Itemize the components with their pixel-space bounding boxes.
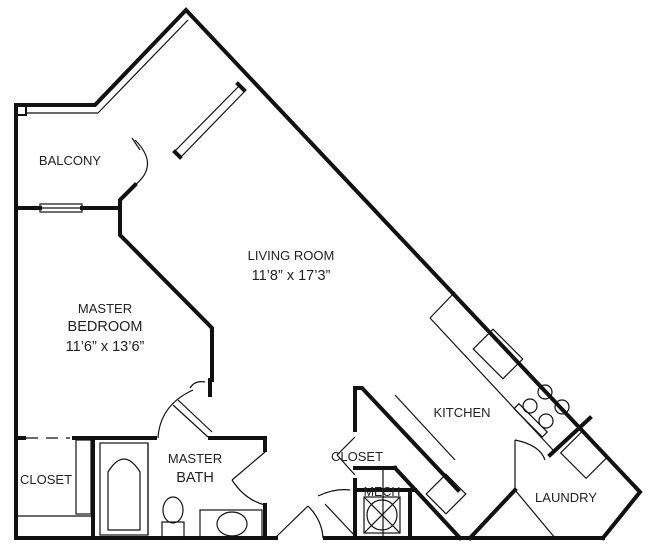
room-label-balcony: BALCONY <box>38 153 102 168</box>
room-label-closet-hall: CLOSET <box>330 449 384 464</box>
room-label-kitchen: KITCHEN <box>433 405 491 420</box>
laundry-walls <box>467 415 609 541</box>
kitchen-sink <box>472 328 524 380</box>
vanity <box>199 509 263 539</box>
mech-unit <box>363 496 401 534</box>
room-label-master-bedroom-1: MASTER <box>77 301 133 316</box>
room-label-master-bedroom-2: BEDROOM <box>67 319 143 335</box>
room-label-laundry: LAUNDRY <box>535 490 597 505</box>
washer-dryer <box>559 430 609 480</box>
room-label-living-room: LIVING ROOM <box>247 248 335 263</box>
balcony-walls <box>14 81 247 382</box>
stove <box>513 384 570 438</box>
bath-walls <box>14 378 267 540</box>
room-size-master-bedroom: 11’6” x 13’6” <box>65 339 145 355</box>
bathtub <box>107 458 141 531</box>
living-room-window <box>172 81 247 160</box>
entry-door <box>274 489 356 539</box>
kitchen-walls <box>336 291 570 541</box>
toilet <box>162 496 184 524</box>
room-label-mech: MECH <box>363 485 401 499</box>
room-size-living-room: 11’8” x 17’3” <box>251 268 331 284</box>
room-label-closet-bedroom: CLOSET <box>19 472 73 487</box>
room-label-master-bath-2: BATH <box>176 470 214 486</box>
room-label-master-bath-1: MASTER <box>167 451 223 466</box>
balcony-door-swing <box>134 139 149 186</box>
